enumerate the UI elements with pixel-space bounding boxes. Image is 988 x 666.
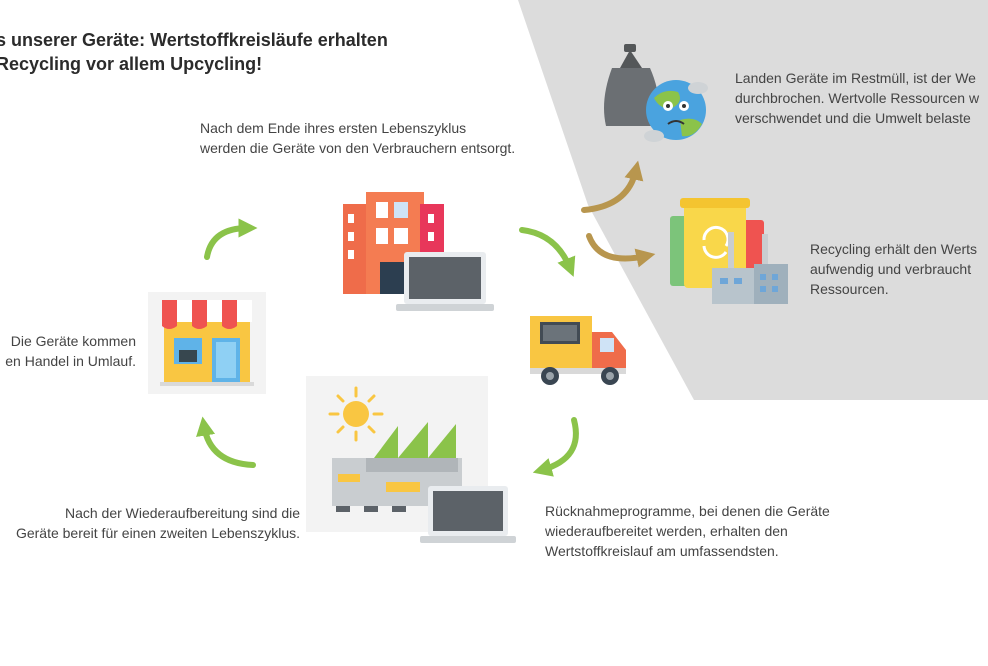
truck-icon bbox=[530, 316, 626, 385]
text-line: Landen Geräte im Restmüll, ist der We bbox=[735, 70, 976, 86]
text-line: Recycling erhält den Werts bbox=[810, 241, 978, 257]
text-line: durchbrochen. Wertvolle Ressourcen w bbox=[735, 90, 980, 106]
text-line: Nach dem Ende ihres ersten Lebenszyklus bbox=[200, 120, 467, 136]
text-recycling: Recycling erhält den Werts aufwendig und… bbox=[810, 239, 977, 299]
page-title: s unserer Geräte: Wertstoffkreisläufe er… bbox=[0, 28, 388, 76]
consumer-building-icon bbox=[343, 192, 494, 311]
cycle-arrow-top-right bbox=[519, 227, 576, 277]
text-handel: Die Geräte kommen en Handel in Umlauf. bbox=[0, 331, 136, 371]
branch-arrow-recycling bbox=[586, 233, 656, 268]
text-line: Geräte bereit für einen zweiten Lebenszy… bbox=[15, 525, 300, 541]
text-line: aufwendig und verbraucht bbox=[810, 261, 972, 277]
text-line: Wertstoffkreislauf am umfassendsten. bbox=[545, 543, 779, 559]
shop-icon bbox=[148, 292, 266, 394]
text-second-life: Nach der Wiederaufbereitung sind die Ger… bbox=[0, 503, 300, 543]
text-line: wiederaufbereitet werden, erhalten den bbox=[545, 523, 788, 539]
cycle-arrow-right bbox=[532, 417, 579, 477]
recycling-bins-icon bbox=[670, 198, 788, 304]
text-line: werden die Geräte von den Verbrauchern e… bbox=[200, 140, 516, 156]
text-disposal: Nach dem Ende ihres ersten Lebenszyklus … bbox=[200, 118, 515, 158]
trash-bag-earth-icon bbox=[604, 44, 708, 142]
title-line-1: s unserer Geräte: Wertstoffkreisläufe er… bbox=[0, 30, 388, 50]
cycle-arrow-bottom-left bbox=[196, 416, 256, 468]
text-line: Die Geräte kommen bbox=[10, 333, 136, 349]
text-restmuell: Landen Geräte im Restmüll, ist der We du… bbox=[735, 68, 979, 128]
text-line: Rücknahmeprogramme, bei denen die Geräte bbox=[545, 503, 830, 519]
text-line: Ressourcen. bbox=[810, 281, 889, 297]
cycle-arrow-top-left bbox=[204, 218, 258, 260]
title-line-2: Recycling vor allem Upcycling! bbox=[0, 54, 263, 74]
text-line: verschwendet und die Umwelt belaste bbox=[735, 110, 971, 126]
text-line: Nach der Wiederaufbereitung sind die bbox=[64, 505, 300, 521]
text-line: en Handel in Umlauf. bbox=[5, 353, 136, 369]
branch-arrow-restmuell bbox=[581, 160, 644, 213]
refurbish-factory-icon bbox=[306, 376, 516, 543]
text-takeback: Rücknahmeprogramme, bei denen die Geräte… bbox=[545, 501, 830, 561]
